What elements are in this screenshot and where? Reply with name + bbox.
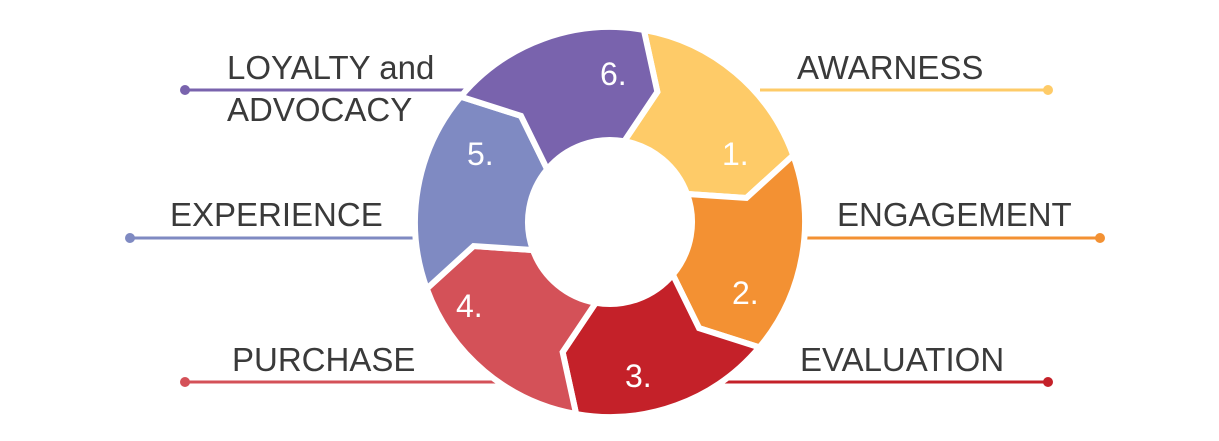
connector-dot-engagement: [1095, 233, 1105, 243]
stage-number-6: 6.: [600, 56, 627, 92]
connector-dot-awareness: [1043, 85, 1053, 95]
label-loyalty: LOYALTY and: [227, 49, 435, 86]
label-advocacy: ADVOCACY: [227, 91, 413, 128]
connector-dot-purchase: [180, 377, 190, 387]
stage-number-1: 1.: [722, 136, 749, 172]
stage-number-3: 3.: [625, 358, 652, 394]
segment-loyalty-advocacy: [455, 24, 661, 175]
label-engagement: ENGAGEMENT: [837, 196, 1072, 233]
connector-dot-loyalty-advocacy: [180, 85, 190, 95]
connector-dot-evaluation: [1043, 377, 1053, 387]
label-evaluation: EVALUATION: [800, 341, 1005, 378]
stage-number-5: 5.: [467, 136, 494, 172]
stage-number-2: 2.: [732, 275, 759, 311]
label-experience: EXPERIENCE: [170, 196, 383, 233]
segment-purchase: [423, 242, 601, 418]
connector-dot-experience: [125, 233, 135, 243]
stage-number-4: 4.: [456, 288, 483, 324]
label-purchase: PURCHASE: [232, 341, 416, 378]
label-awareness: AWARNESS: [797, 49, 984, 86]
